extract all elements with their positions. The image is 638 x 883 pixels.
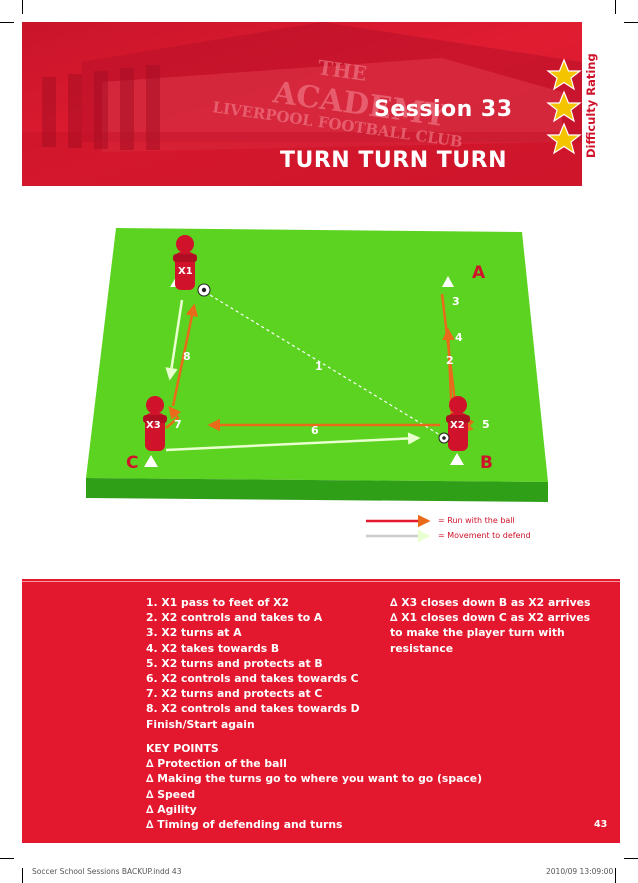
crop-mark xyxy=(22,0,23,14)
footer-file-info: Soccer School Sessions BACKUP.indd 43 xyxy=(32,867,181,876)
page-number: 43 xyxy=(594,819,607,830)
player-label-x3: X3 xyxy=(146,420,161,431)
defending-note: ∆ X3 closes down B as X2 arrives xyxy=(390,595,590,610)
crop-mark xyxy=(615,0,616,14)
step-number: 2 xyxy=(446,354,454,367)
player-x1-icon xyxy=(173,235,197,290)
crop-mark xyxy=(0,22,14,23)
step-item: 7. X2 turns and protects at C xyxy=(146,686,360,701)
cone-label-c: C xyxy=(126,453,138,473)
step-number: 3 xyxy=(452,295,460,308)
step-number: 7 xyxy=(174,418,182,431)
player-label-x2: X2 xyxy=(450,420,465,431)
defending-note: ∆ X1 closes down C as X2 arrives xyxy=(390,610,590,625)
step-item: 5. X2 turns and protects at B xyxy=(146,656,360,671)
footer-timestamp: 2010/09 13:09:00 xyxy=(546,867,613,876)
step-item: 3. X2 turns at A xyxy=(146,625,360,640)
step-number: 1 xyxy=(315,360,323,373)
key-point-item: ∆ Protection of the ball xyxy=(146,756,482,771)
ball-icon xyxy=(439,433,449,443)
pitch-edge-front xyxy=(86,478,548,502)
session-title: Session 33 xyxy=(374,97,513,122)
step-item: 2. X2 controls and takes to A xyxy=(146,610,360,625)
key-point-item: ∆ Agility xyxy=(146,802,482,817)
drill-diagram: X1 X3 X2 A B C 1 2 3 4 5 6 7 8 xyxy=(70,210,570,550)
star-icon xyxy=(548,92,580,121)
defending-note: resistance xyxy=(390,641,590,656)
key-point-item: ∆ Timing of defending and turns xyxy=(146,817,482,832)
step-list: 1. X1 pass to feet of X2 2. X2 controls … xyxy=(146,595,360,732)
crop-mark xyxy=(0,858,14,859)
step-item: 6. X2 controls and takes towards C xyxy=(146,671,360,686)
key-points-title: KEY POINTS xyxy=(146,741,482,756)
defending-note: to make the player turn with xyxy=(390,625,590,640)
star-icon xyxy=(548,60,580,89)
step-number: 4 xyxy=(455,331,463,344)
crop-mark xyxy=(615,868,616,883)
difficulty-stars xyxy=(544,58,584,158)
step-item: 4. X2 takes towards B xyxy=(146,641,360,656)
cone-label-a: A xyxy=(472,263,486,283)
ball-icon xyxy=(198,284,210,296)
player-label-x1: X1 xyxy=(178,266,193,277)
panel-divider xyxy=(22,581,620,582)
defending-notes: ∆ X3 closes down B as X2 arrives ∆ X1 cl… xyxy=(390,595,590,656)
diagram-legend: = Run with the ball = Movement to defend xyxy=(364,512,564,546)
step-item: Finish/Start again xyxy=(146,717,360,732)
session-subtitle: TURN TURN TURN xyxy=(280,148,507,173)
key-point-item: ∆ Speed xyxy=(146,787,482,802)
step-number: 6 xyxy=(311,424,319,437)
key-point-item: ∆ Making the turns go to where you want … xyxy=(146,771,482,786)
step-item: 8. X2 controls and takes towards D xyxy=(146,701,360,716)
panel-divider xyxy=(22,575,620,579)
crop-mark xyxy=(624,22,638,23)
crop-mark xyxy=(624,858,638,859)
crop-mark xyxy=(22,868,23,883)
cone-label-b: B xyxy=(480,453,493,473)
key-points: KEY POINTS ∆ Protection of the ball ∆ Ma… xyxy=(146,741,482,832)
legend-run-label: = Run with the ball xyxy=(438,516,515,525)
instructions-panel: 1. X1 pass to feet of X2 2. X2 controls … xyxy=(22,575,620,843)
legend-swatches xyxy=(364,512,434,546)
step-number: 5 xyxy=(482,418,490,431)
step-number: 8 xyxy=(183,350,191,363)
legend-move-label: = Movement to defend xyxy=(438,531,531,540)
step-item: 1. X1 pass to feet of X2 xyxy=(146,595,360,610)
star-icon xyxy=(548,124,580,153)
difficulty-rating-label: Difficulty Rating xyxy=(584,53,598,158)
